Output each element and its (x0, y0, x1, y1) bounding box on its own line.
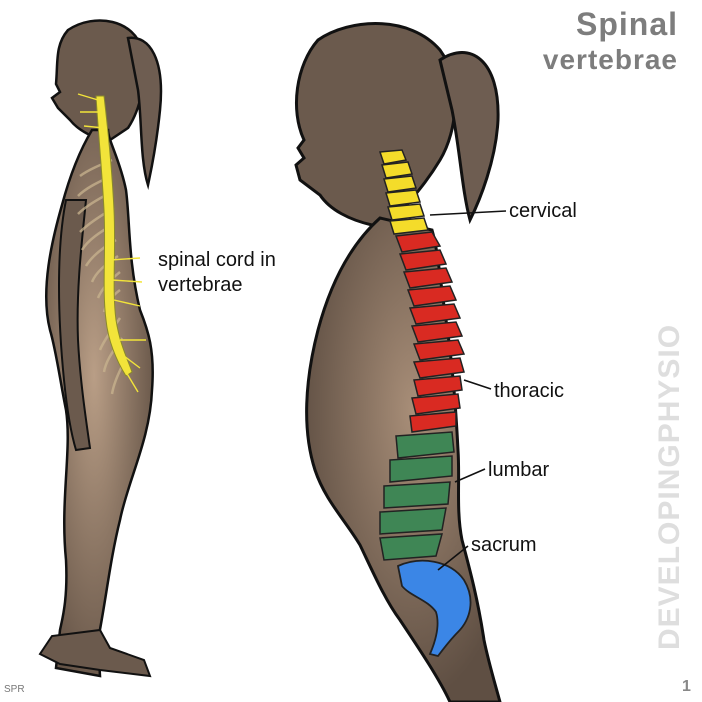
cervical-vertebrae (378, 149, 430, 235)
credit-text: SPR (4, 684, 25, 695)
right-ponytail (438, 51, 500, 225)
lumbar-label: lumbar (488, 459, 550, 481)
thoracic-vertebrae (394, 231, 466, 433)
lumbar-vertebrae (379, 431, 455, 561)
left-arm (58, 199, 92, 452)
sacrum-label: sacrum (471, 534, 537, 556)
pointer-lumbar (454, 468, 486, 483)
thoracic-label: thoracic (494, 380, 565, 402)
cervical-label: cervical (509, 200, 577, 222)
left-body (45, 128, 154, 678)
left-ponytail (126, 36, 163, 190)
watermark-text: DEVELOPINGPHYSIO (653, 323, 686, 650)
sacrum-bone (396, 559, 472, 658)
title-line-2: vertebrae (542, 44, 678, 75)
spinal-cord-label: spinal cord in vertebrae (158, 249, 276, 296)
right-figure (294, 22, 507, 702)
left-spinal-nerves (77, 93, 146, 393)
pointer-lines (429, 210, 507, 571)
left-feet (38, 628, 152, 678)
pointer-thoracic (463, 379, 492, 390)
right-head (294, 22, 457, 227)
left-spinal-cord (95, 95, 133, 377)
title-line-1: Spinal (575, 6, 678, 42)
page-number: 1 (682, 678, 691, 695)
pointer-sacrum (437, 545, 469, 571)
left-figure (38, 19, 163, 678)
pointer-cervical (429, 210, 507, 216)
left-head (50, 19, 146, 142)
